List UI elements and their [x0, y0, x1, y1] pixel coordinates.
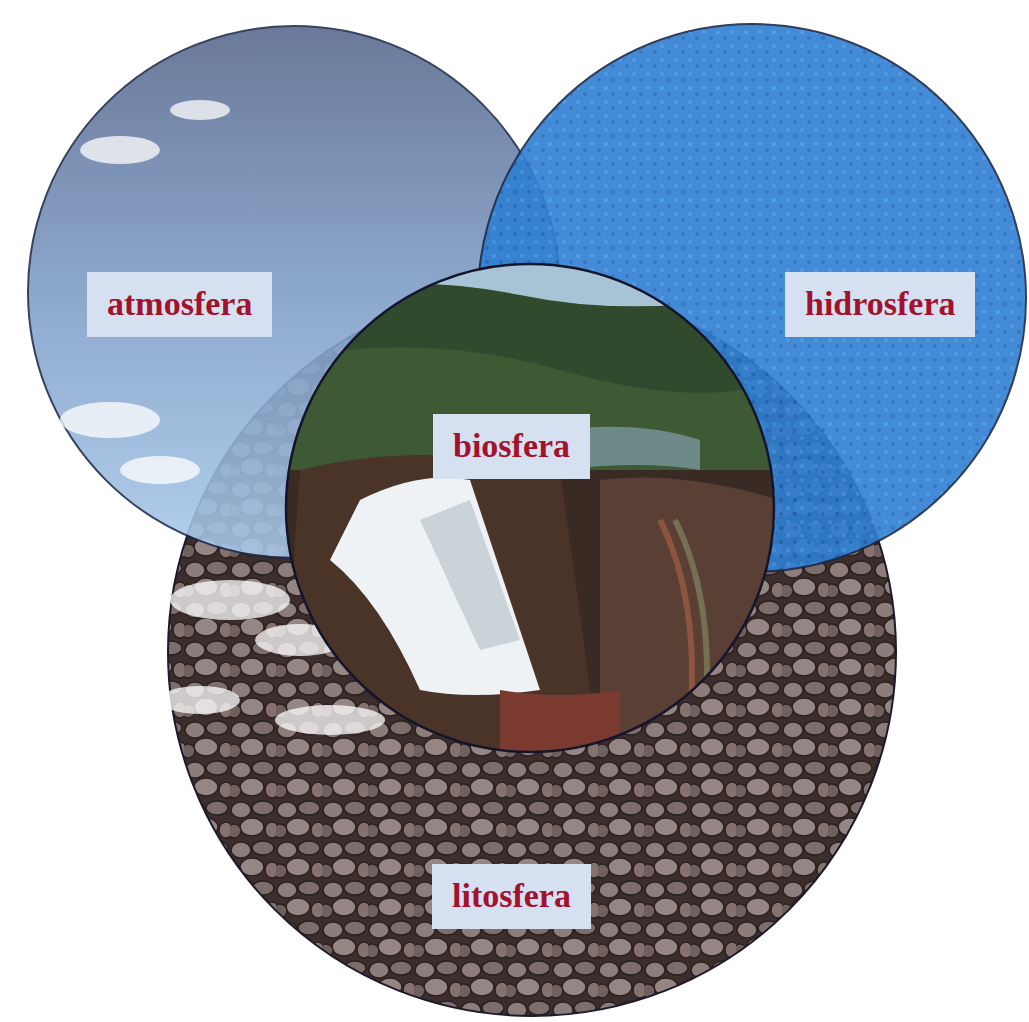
sphere-label: litosfera	[452, 876, 571, 917]
sphere-label: atmosfera	[107, 284, 252, 325]
biosphere-circle	[280, 260, 780, 760]
label-box: atmosfera	[87, 272, 272, 337]
label-box: biosfera	[433, 414, 590, 479]
label-box: hidrosfera	[785, 272, 975, 337]
label-box: litosfera	[432, 864, 591, 929]
sphere-label: hidrosfera	[805, 284, 955, 325]
sphere-label: biosfera	[453, 426, 570, 467]
